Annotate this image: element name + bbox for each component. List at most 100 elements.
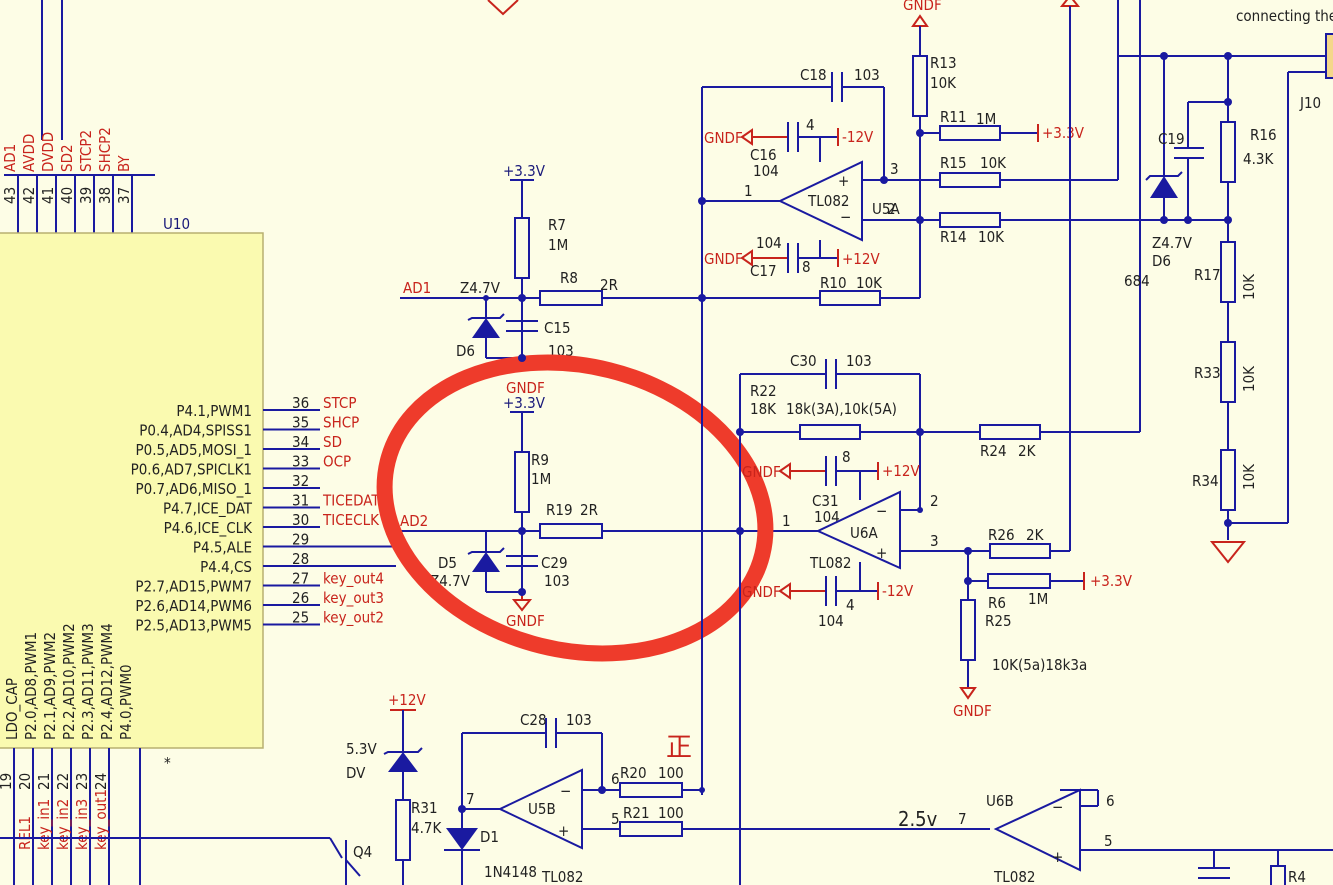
- gnd-symbol: [778, 582, 791, 600]
- r14-label: R14: [940, 228, 967, 246]
- chip-top-pin-number: 39: [77, 187, 95, 204]
- resistor-r22[interactable]: [799, 424, 861, 440]
- zener-bar: [1145, 171, 1183, 181]
- resistor-r34[interactable]: [1220, 449, 1236, 511]
- resistor-r9[interactable]: [514, 451, 530, 513]
- r25-label: R25: [985, 612, 1012, 630]
- chip-right-pin-net: key_out3: [323, 589, 384, 608]
- u6b-ref: U6B: [986, 792, 1014, 810]
- zener-dv[interactable]: [388, 752, 418, 772]
- resistor-r21[interactable]: [619, 821, 683, 837]
- c16-value: 104: [753, 162, 779, 180]
- u6a-plus: +: [876, 544, 887, 562]
- resistor-r20[interactable]: [619, 782, 683, 798]
- resistor-r25[interactable]: [960, 599, 976, 661]
- chip-right-pin-name: P4.5,ALE: [193, 539, 252, 557]
- c31-pin: 8: [842, 448, 851, 466]
- dv-label: DV: [346, 764, 366, 782]
- chip-u10[interactable]: [0, 232, 264, 749]
- resistor-r19[interactable]: [539, 523, 603, 539]
- c32-value: 104: [818, 612, 844, 630]
- u5a-pin3: 3: [890, 160, 899, 178]
- r10-value: 10K: [856, 274, 883, 292]
- r33-label: R33: [1194, 364, 1221, 382]
- j10-label: J10: [1299, 94, 1321, 112]
- u6b-plus: +: [1052, 848, 1063, 866]
- chip-bottom-pin-name: LDO_CAP: [3, 678, 22, 740]
- chip-top-pin-net: STCP2: [77, 130, 95, 172]
- connector-j10[interactable]: [1325, 33, 1333, 79]
- resistor-r7[interactable]: [514, 217, 530, 279]
- chip-bottom-pin-number: 20: [16, 773, 34, 790]
- resistor-r14[interactable]: [939, 212, 1001, 228]
- net-ad2: AD2: [400, 512, 428, 530]
- opamp-u5b[interactable]: [497, 768, 583, 850]
- zener-bar: [467, 547, 505, 555]
- opamp-u5a[interactable]: [777, 160, 863, 242]
- chip-right-pin-number: 31: [292, 492, 309, 510]
- resistor-r13[interactable]: [912, 55, 928, 117]
- chip-right-pin-name: P0.7,AD6,MISO_1: [135, 480, 252, 499]
- u5a-pin1: 1: [744, 182, 753, 200]
- net-gndf-c31: GNDF: [742, 463, 781, 481]
- net-m12-a: -12V: [842, 128, 874, 146]
- resistor-r11[interactable]: [939, 125, 1001, 141]
- gnd-symbol: [1209, 541, 1247, 564]
- dv-value: 5.3V: [346, 740, 377, 758]
- gnd-symbol: [959, 687, 977, 700]
- opamp-u6b[interactable]: [993, 788, 1081, 872]
- zener-d6[interactable]: [472, 318, 500, 338]
- chip-top-pin-number: 38: [96, 187, 114, 204]
- net-gndf-a: GNDF: [506, 379, 545, 397]
- chip-right-pin-number: 33: [292, 453, 309, 471]
- chip-top-pin-number: 41: [39, 187, 57, 204]
- chip-right-pin-net: key_out2: [323, 609, 384, 628]
- u5b-minus: −: [560, 782, 571, 800]
- resistor-r16[interactable]: [1220, 121, 1236, 183]
- resistor-r17[interactable]: [1220, 241, 1236, 303]
- chip-bottom-pin-number: 19: [0, 773, 15, 790]
- q4-label: Q4: [353, 843, 372, 861]
- u5b-ref: U5B: [528, 800, 556, 818]
- net-m12-b: -12V: [882, 582, 914, 600]
- r17-value: 10K: [1240, 273, 1258, 300]
- zener-d5[interactable]: [472, 552, 500, 572]
- resistor-r6[interactable]: [987, 573, 1051, 589]
- c18-value: 103: [854, 66, 880, 84]
- value-684: 684: [1124, 272, 1150, 290]
- r14-value: 10K: [978, 228, 1005, 246]
- chip-right-pin-name: P4.4,CS: [200, 558, 252, 576]
- chip-right-pin-name: P2.6,AD14,PWM6: [135, 597, 252, 615]
- chip-bottom-pin-number: 24: [92, 773, 110, 790]
- resistor-r10[interactable]: [819, 290, 881, 306]
- chip-right-pin-number: 25: [292, 609, 309, 627]
- chip-right-pin-name: P0.6,AD7,SPICLK1: [131, 461, 252, 479]
- r22-label: R22: [750, 382, 777, 400]
- chip-bottom-pin-number: 23: [73, 773, 91, 790]
- resistor-r31[interactable]: [395, 799, 411, 861]
- c29-label: C29: [541, 554, 568, 572]
- resistor-r4[interactable]: [1270, 865, 1286, 885]
- chip-top-pin-net: AD1: [1, 144, 19, 172]
- r16-value: 4.3K: [1243, 150, 1274, 168]
- resistor-r26[interactable]: [989, 543, 1051, 559]
- resistor-r24[interactable]: [979, 424, 1041, 440]
- gnd-symbol: [778, 462, 791, 480]
- r33-value: 10K: [1240, 365, 1258, 392]
- c17-label: C17: [750, 262, 777, 280]
- resistor-r15[interactable]: [939, 172, 1001, 188]
- resistor-r33[interactable]: [1220, 341, 1236, 403]
- c16-pin: 4: [806, 116, 815, 134]
- diode-d1[interactable]: [446, 828, 478, 850]
- chip-ref: U10: [163, 215, 190, 233]
- label-zheng: 正: [666, 733, 692, 763]
- u6b-pin7: 7: [958, 810, 967, 828]
- zener-d6b-value: Z4.7V: [1152, 234, 1193, 252]
- zener-d6b[interactable]: [1150, 176, 1178, 198]
- d1-value: 1N4148: [484, 863, 537, 881]
- chip-right-pin-name: P0.5,AD5,MOSI_1: [135, 441, 252, 460]
- opamp-u6a[interactable]: [815, 490, 901, 570]
- u5a-pin2: 2: [887, 200, 896, 218]
- resistor-r8[interactable]: [539, 290, 603, 306]
